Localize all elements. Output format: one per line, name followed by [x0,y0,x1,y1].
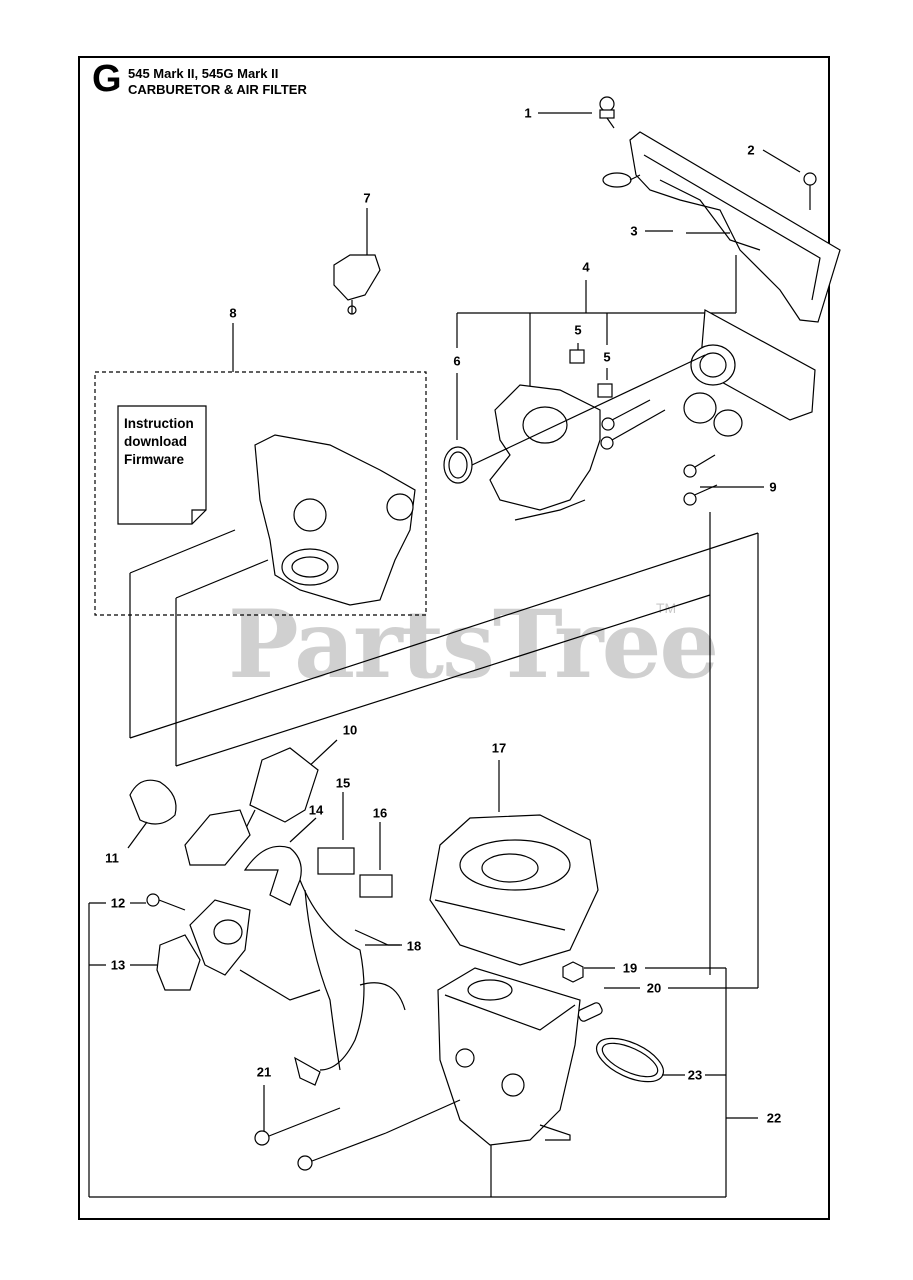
callout-10[interactable]: 10 [342,722,358,738]
section-title: CARBURETOR & AIR FILTER [128,82,307,97]
part-1-screw[interactable] [538,96,615,129]
part-2-screw[interactable] [762,149,817,210]
part-16-connector[interactable] [359,822,393,898]
callout-8[interactable]: 8 [229,305,237,321]
callout-9[interactable]: 9 [769,479,777,495]
part-18-wiring-harness[interactable] [294,879,406,1086]
callout-22[interactable]: 22 [766,1110,782,1126]
part-7-valve[interactable] [333,208,381,315]
part-3-cover[interactable] [602,131,841,323]
watermark-tm: TM [656,600,677,616]
model-title: 545 Mark II, 545G Mark II [128,66,279,81]
callout-21[interactable]: 21 [256,1064,272,1080]
callout-20[interactable]: 20 [646,980,662,996]
callout-5a[interactable]: 5 [574,322,582,338]
part-19-nut[interactable] [562,961,726,983]
part-11-primer-bulb[interactable] [127,779,251,866]
callout-14[interactable]: 14 [308,802,324,818]
watermark: PartsTree [228,590,719,700]
assembly-guide-lines [129,512,759,988]
callout-15[interactable]: 15 [335,775,351,791]
section-letter: G [92,58,122,100]
part-12-screw[interactable] [130,893,186,911]
part-17-air-filter[interactable] [429,760,599,966]
instruction-note-box [117,405,207,525]
bracket-12-13 [88,902,726,1198]
callout-7[interactable]: 7 [363,190,371,206]
part-4-intake-adapter[interactable] [489,309,816,521]
part-4-bracket [456,255,737,390]
callout-6[interactable]: 6 [453,353,461,369]
part-23-seal[interactable] [590,1029,726,1090]
callout-11[interactable]: 11 [105,850,119,866]
part-10-sensor[interactable] [244,739,338,831]
part-9-bolt[interactable] [600,399,764,506]
part-22-filter-housing[interactable] [437,967,581,1146]
callout-13[interactable]: 13 [110,957,126,973]
callout-12[interactable]: 12 [110,895,126,911]
part-8-carburetor[interactable] [94,323,427,616]
callout-2[interactable]: 2 [747,142,755,158]
part-20-gasket[interactable] [577,987,758,1023]
callout-4[interactable]: 4 [582,259,590,275]
callout-17[interactable]: 17 [491,740,507,756]
callout-23[interactable]: 23 [687,1067,703,1083]
bracket-22 [725,968,758,1197]
callout-18[interactable]: 18 [406,938,422,954]
part-6-oring[interactable] [443,354,706,484]
part-21-bolt[interactable] [254,1085,461,1171]
callout-16[interactable]: 16 [372,805,388,821]
part-5-nut[interactable] [569,349,613,398]
callout-19[interactable]: 19 [622,960,638,976]
callout-1[interactable]: 1 [524,105,532,121]
callout-3[interactable]: 3 [630,223,638,239]
instruction-note: Instruction download Firmware [124,416,194,467]
part-13-ignition-module[interactable] [130,899,321,1001]
callout-5b[interactable]: 5 [603,349,611,365]
part-15-connector[interactable] [317,792,355,875]
